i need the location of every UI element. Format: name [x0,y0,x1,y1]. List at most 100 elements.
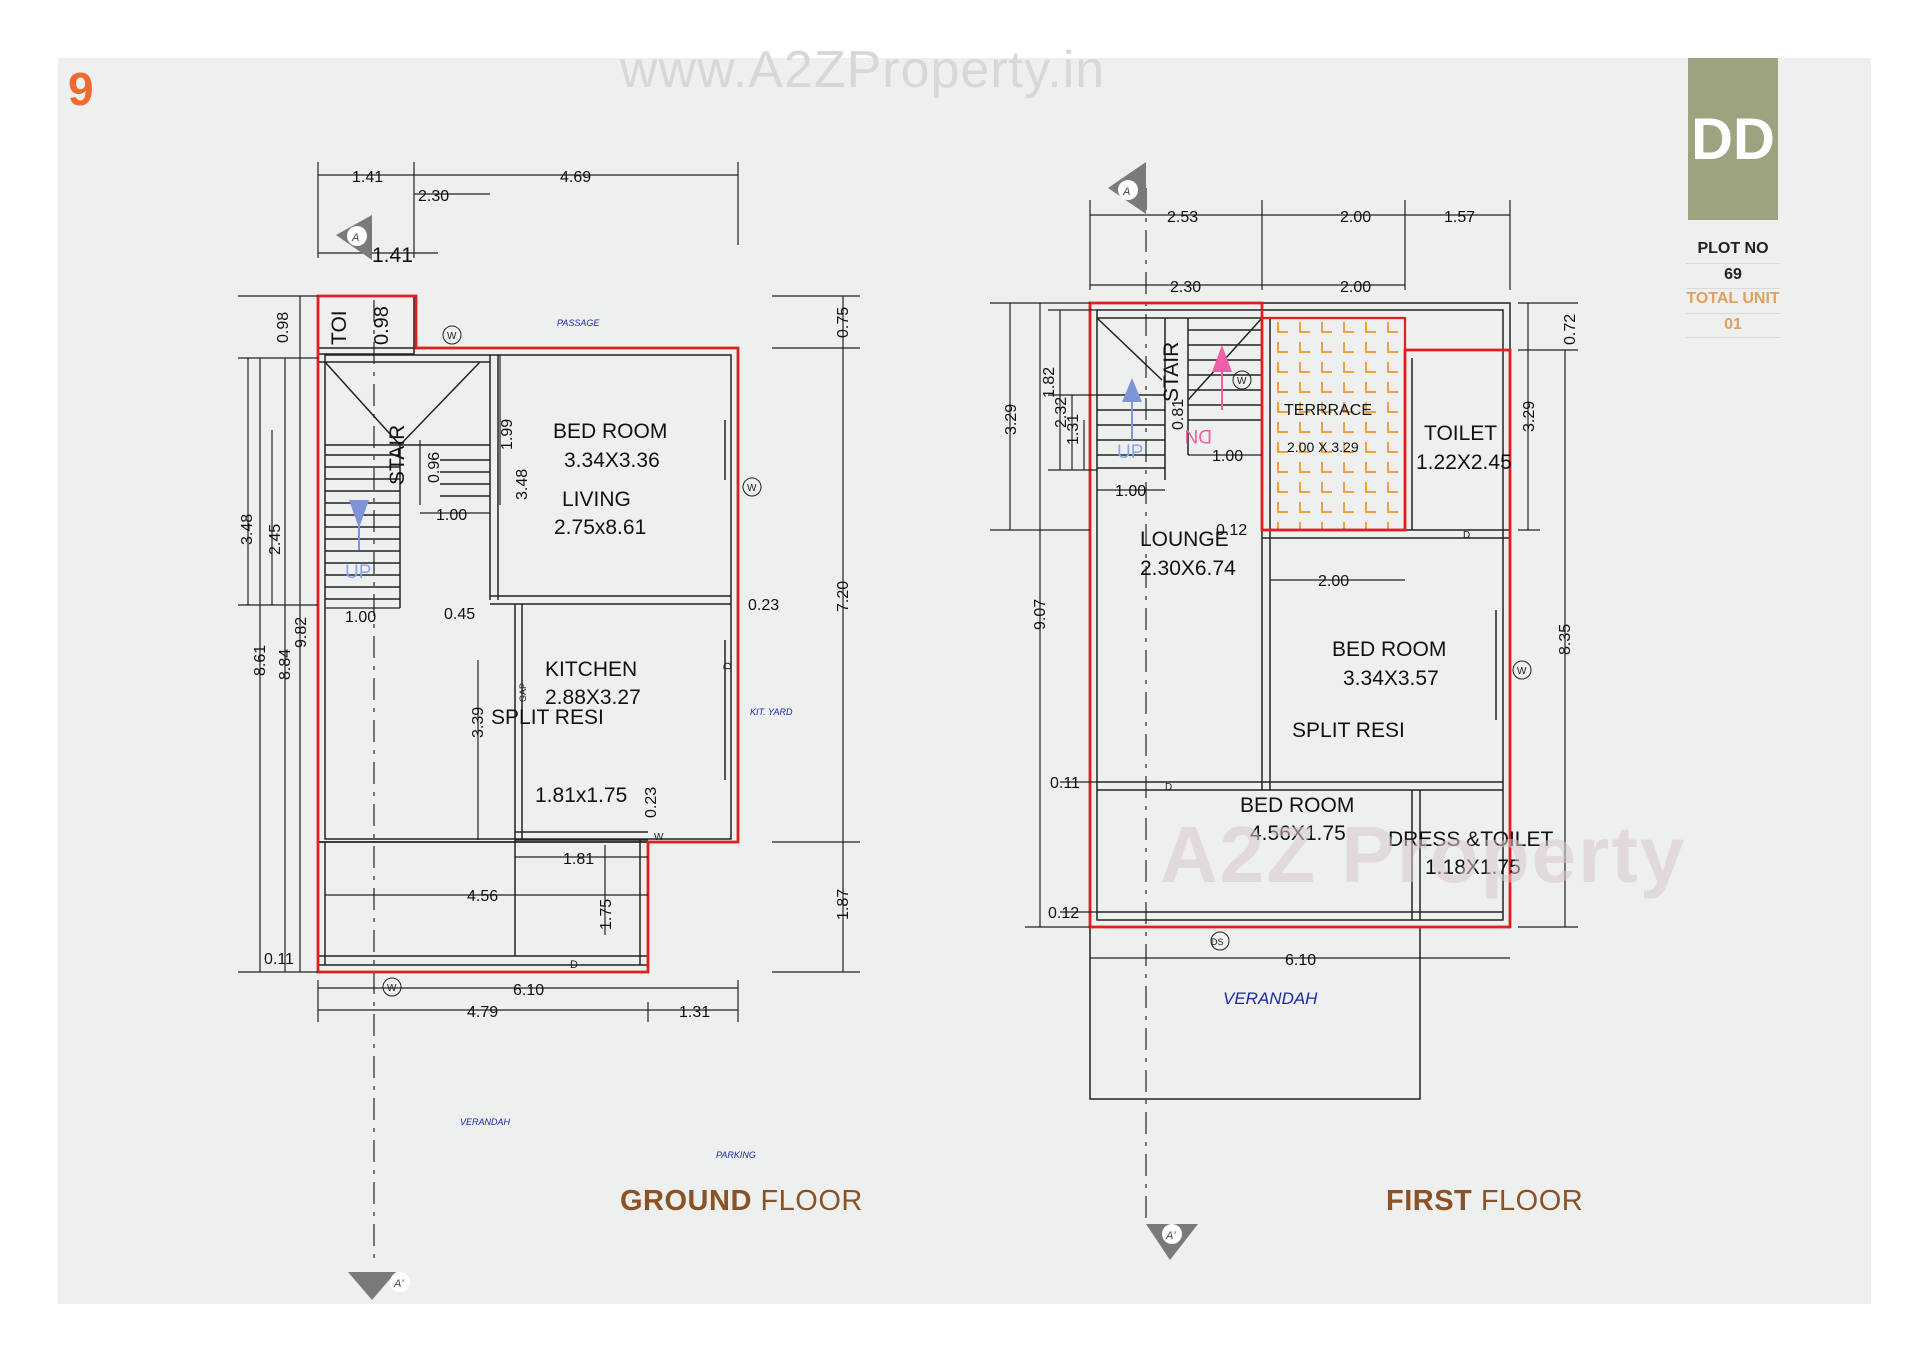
gf-dim-1-41-top: 1.41 [352,169,383,186]
gf-bedroom-label: BED ROOM [553,420,667,443]
ff-dn-arrow-icon [1212,345,1232,372]
gf-dim-4-56: 4.56 [467,888,498,905]
ff-stair-label: STAIR [1160,342,1183,402]
ff-dim-1-00-stair: 1.00 [1212,448,1243,465]
gf-kitchen-label: KITCHEN [545,658,637,681]
ff-dim-2-00-second: 2.00 [1340,279,1371,296]
ff-bedroom-size: 3.34X3.57 [1343,667,1439,690]
gf-dim-4-69: 4.69 [560,169,591,186]
ff-terrace-size: 2.00 X 3.29 [1287,439,1359,455]
ground-floor-plan [317,295,739,1265]
svg-text:W: W [654,832,664,843]
gf-dim-0-98-left: 0.98 [275,312,292,343]
ff-dim-3-29-right: 3.29 [1521,401,1538,432]
ff-dim-0-11: 0.11 [1050,775,1080,792]
ff-up-label: UP [1117,442,1143,463]
gf-window-marker-2 [742,477,762,497]
svg-text:W: W [1517,666,1527,677]
gf-dim-2-30: 2.30 [418,188,449,205]
svg-text:A': A' [1165,1230,1176,1242]
ff-split-resi-label: SPLIT RESI [1292,719,1405,742]
gf-section-marker-a2: A' [348,1272,410,1300]
gf-split-resi-label: SPLIT RESI [491,706,604,729]
gf-dim-0-23-bottom: 0.23 [643,787,660,818]
ground-floor-title: GROUND FLOOR [620,1185,863,1217]
first-markers: W W DS D D [1165,370,1532,951]
gf-dim-0-96: 0.96 [426,452,443,483]
gf-dim-1-75: 1.75 [598,899,615,930]
gf-dim-8-61: 8.61 [252,645,269,676]
ff-terrace-tiles [1270,318,1405,530]
gf-stair-label: STAIR [386,425,409,485]
ground-markers: W W W D D W [382,325,762,997]
gf-kit-yard-label: KIT. YARD [750,707,793,717]
gf-dim-3-48-inner: 3.48 [514,469,531,500]
ff-dim-2-53: 2.53 [1167,209,1198,226]
gf-dim-1-00-landing: 1.00 [345,609,376,626]
ff-toilet-size: 1.22X2.45 [1416,451,1512,474]
gf-split-resi-size: 1.81x1.75 [535,784,627,807]
plot-no-label: PLOT NO [1697,240,1769,257]
ff-dress-toilet-size: 1.18X1.75 [1425,856,1521,879]
svg-text:W: W [387,983,397,994]
gf-dim-3-48-outer: 3.48 [239,514,256,545]
gf-bedroom-size: 3.34X3.36 [564,449,660,472]
ff-dim-3-29-left: 3.29 [1003,404,1020,435]
ff-verandah-label: VERANDAH [1223,989,1318,1008]
gf-dim-1-41: 1.41 [372,244,413,267]
gf-parking-label: PARKING [716,1150,756,1160]
ff-bedroom-label: BED ROOM [1332,638,1446,661]
ff-window-marker-1 [1232,370,1252,390]
svg-text:A': A' [393,1278,404,1290]
ff-dim-1-31: 1.31 [1065,414,1082,445]
ff-dim-1-57: 1.57 [1444,209,1475,226]
gf-dim-0-75: 0.75 [835,307,852,338]
svg-text:W: W [447,331,457,342]
first-floor-title: FIRST FLOOR [1386,1185,1584,1217]
gf-dim-0-23-right: 0.23 [748,597,779,614]
page-number: 9 [68,63,94,115]
gf-gap-label: GAP [518,683,528,702]
svg-text:A: A [1122,186,1130,198]
gf-dim-4-79: 4.79 [467,1004,498,1021]
plot-no-value: 69 [1724,266,1742,283]
total-unit-value: 01 [1724,316,1742,333]
gf-dim-1-81: 1.81 [563,851,594,868]
ff-dim-8-35: 8.35 [1557,624,1574,655]
gf-dim-0-11: 0.11 [264,951,294,968]
gf-living-size: 2.75x8.61 [554,516,646,539]
ff-dress-toilet-label: DRESS &TOILET [1388,828,1553,851]
ground-floor-outline [316,294,740,974]
ff-dim-2-00-top: 2.00 [1340,209,1371,226]
gf-dim-0-45: 0.45 [444,606,475,623]
ff-toilet-label: TOILET [1424,422,1497,445]
svg-text:D: D [1165,782,1172,793]
ff-window-marker-2 [1512,660,1532,680]
svg-text:DS: DS [1211,937,1224,947]
gf-up-label: UP [345,562,371,583]
gf-dim-2-45: 2.45 [267,524,284,555]
ff-dim-1-82: 1.82 [1041,367,1058,398]
first-floor-labels: STAIR UP DN TERRRACE 2.00 X 3.29 TOILET … [1003,209,1579,1008]
ff-terrace-label: TERRRACE [1284,402,1372,419]
gf-passage-label: PASSAGE [557,318,600,328]
gf-dim-6-10: 6.10 [513,982,544,999]
watermark-url: www.A2ZProperty.in [620,41,1106,99]
svg-text:W: W [1237,376,1247,387]
drawing-sheet [58,58,1871,1304]
gf-section-marker-a: A [336,215,372,260]
ff-bedroom2-label: BED ROOM [1240,794,1354,817]
gf-dim-7-20: 7.20 [835,581,852,612]
gf-dim-9-82: 9.82 [293,617,310,648]
ff-section-marker-a: A [1108,162,1146,214]
gf-kitchen-size: 2.88X3.27 [545,686,641,709]
ff-dim-1-00-landing: 1.00 [1115,483,1146,500]
ff-dim-2-30: 2.30 [1170,279,1201,296]
ff-lounge-size: 2.30X6.74 [1140,557,1236,580]
gf-living-label: LIVING [562,488,631,511]
svg-text:A: A [351,232,359,244]
svg-text:D: D [722,662,734,670]
ff-dim-0-12-mid: 0.12 [1216,522,1247,539]
plan-type-badge: DD [1688,58,1778,220]
